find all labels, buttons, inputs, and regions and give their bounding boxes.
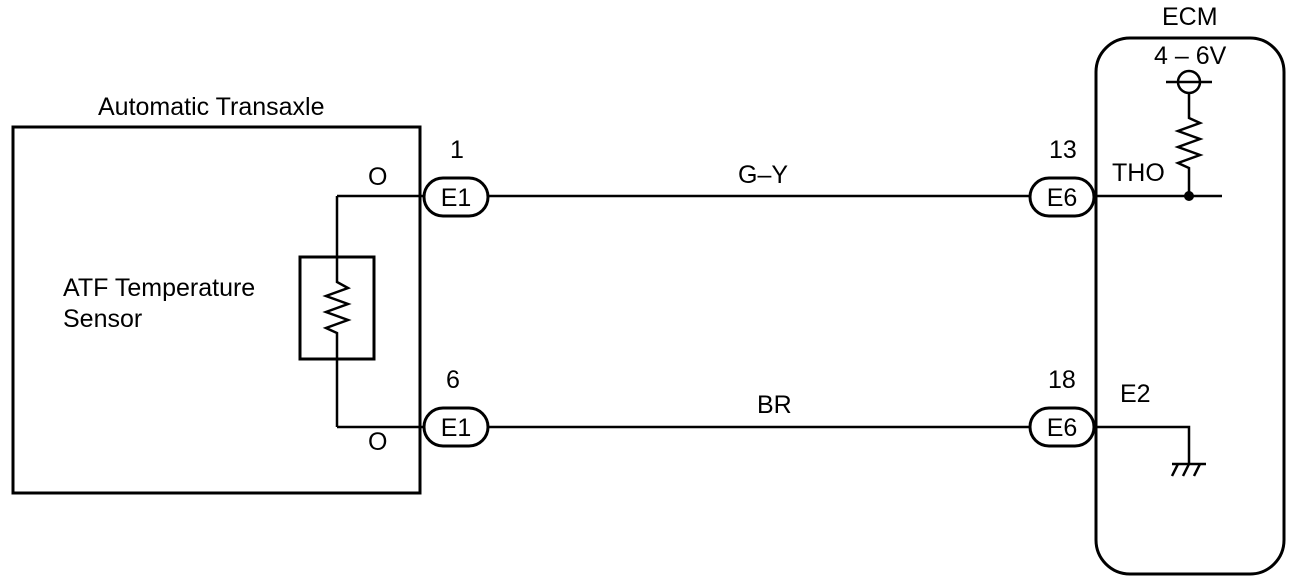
automatic-transaxle-box [11, 125, 422, 495]
connector-e6-pin13-label: E6 [1047, 184, 1078, 212]
wire2-right-pin: 18 [1048, 366, 1076, 394]
wire1-color-code: G–Y [738, 161, 788, 189]
sensor-resistor-symbol [322, 196, 352, 427]
wire2-color-code: BR [757, 391, 792, 419]
ecm-e2-terminal: E2 [1120, 380, 1151, 408]
ecm-title: ECM [1162, 3, 1218, 31]
sensor-label-line1: ATF Temperature [63, 274, 255, 302]
wire1-right-pin: 13 [1049, 136, 1077, 164]
wire1-end-mark: O [368, 163, 387, 191]
ecm-tho-terminal: THO [1112, 159, 1165, 187]
wire2-left-pin: 6 [446, 366, 460, 394]
ground-icon-hatch-3 [1192, 463, 1202, 477]
ground-icon-hatch-1 [1170, 463, 1180, 477]
ecm-pullup-resistor [1174, 93, 1204, 196]
connector-e1-pin1-label: E1 [441, 184, 472, 212]
ecm-supply-voltage: 4 – 6V [1154, 42, 1227, 70]
ground-icon-hatch-2 [1181, 463, 1191, 477]
wire1-left-pin: 1 [450, 136, 464, 164]
connector-e6-pin18-label: E6 [1047, 414, 1078, 442]
junction-dot [1184, 191, 1194, 201]
connector-e1-pin6-label: E1 [441, 414, 472, 442]
ecm-ground-line [1094, 425, 1191, 464]
ecm-box [1094, 36, 1286, 576]
wire2-end-mark: O [368, 428, 387, 456]
transaxle-title: Automatic Transaxle [98, 93, 325, 121]
sensor-label-line2: Sensor [63, 305, 142, 333]
